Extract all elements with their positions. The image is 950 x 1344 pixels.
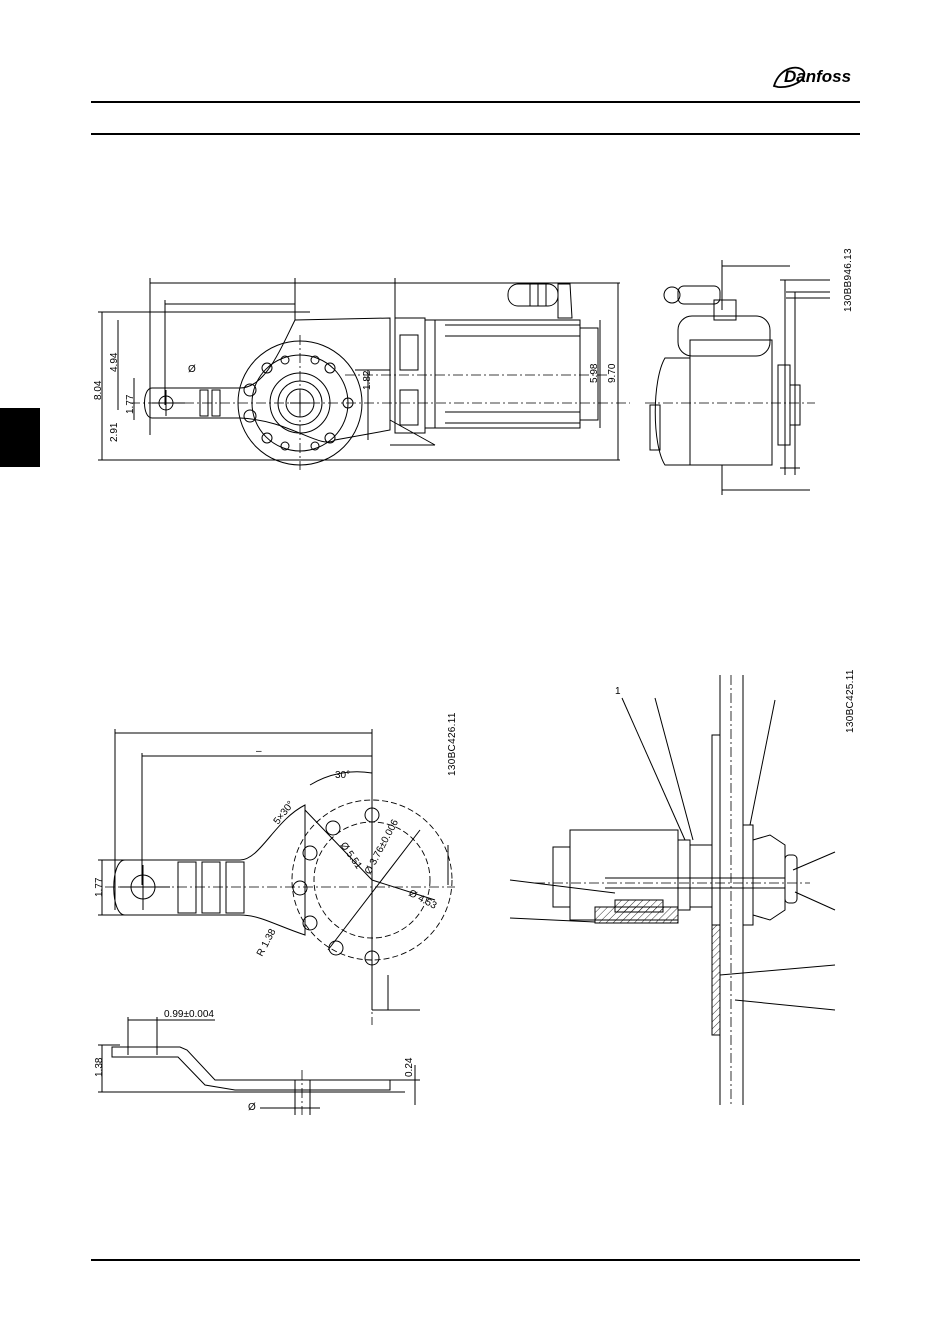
chapter-side-tab	[0, 408, 40, 467]
dim-1-38: 1.38	[94, 1057, 105, 1077]
header-rule-top	[91, 101, 860, 103]
dim-30-deg: 30°	[335, 770, 350, 781]
dim-5-98: 5.98	[589, 363, 600, 383]
callout-1: 1	[615, 686, 621, 697]
danfoss-logo: Danfoss	[770, 62, 862, 92]
dim-phi-3-76: Ø 3.76±0.006	[363, 817, 401, 876]
dim-1-77: 1.77	[125, 394, 136, 414]
dim-phi: Ø	[248, 1102, 256, 1113]
figure-code-bottom-left: 130BC426.11	[447, 712, 458, 776]
footer-rule	[91, 1259, 860, 1261]
figure-code-bottom-right: 130BC425.11	[845, 669, 856, 733]
dim-8-04: 8.04	[93, 380, 104, 400]
dim-r-1-38: R 1.38	[255, 927, 279, 959]
figure-code-top: 130BB946.13	[843, 248, 854, 312]
dim-9-70: 9.70	[607, 363, 618, 383]
header-rule-bottom	[91, 133, 860, 135]
dim-phi-5-51: Ø 5.51	[338, 840, 364, 871]
bottom-left-drawing: – 30° 5×30° Ø 5.51 Ø 3.76±0.006 Ø 4.53 R…	[90, 725, 470, 1125]
top-drawing: 8.04 4.94 1.77 2.91 Ø 1.82 5.98 9.70	[90, 240, 850, 510]
dim-1-77: 1.77	[94, 877, 105, 897]
dim-4-94: 4.94	[109, 352, 120, 372]
dim-phi: Ø	[188, 364, 196, 375]
bottom-right-drawing: 1	[505, 670, 845, 1115]
dim-dash: –	[256, 746, 262, 757]
dim-0-24: 0.24	[404, 1057, 415, 1077]
logo-text: Danfoss	[784, 67, 851, 86]
dim-0-99: 0.99±0.004	[164, 1009, 214, 1020]
dim-2-91: 2.91	[109, 422, 120, 442]
dim-1-82: 1.82	[362, 370, 373, 390]
